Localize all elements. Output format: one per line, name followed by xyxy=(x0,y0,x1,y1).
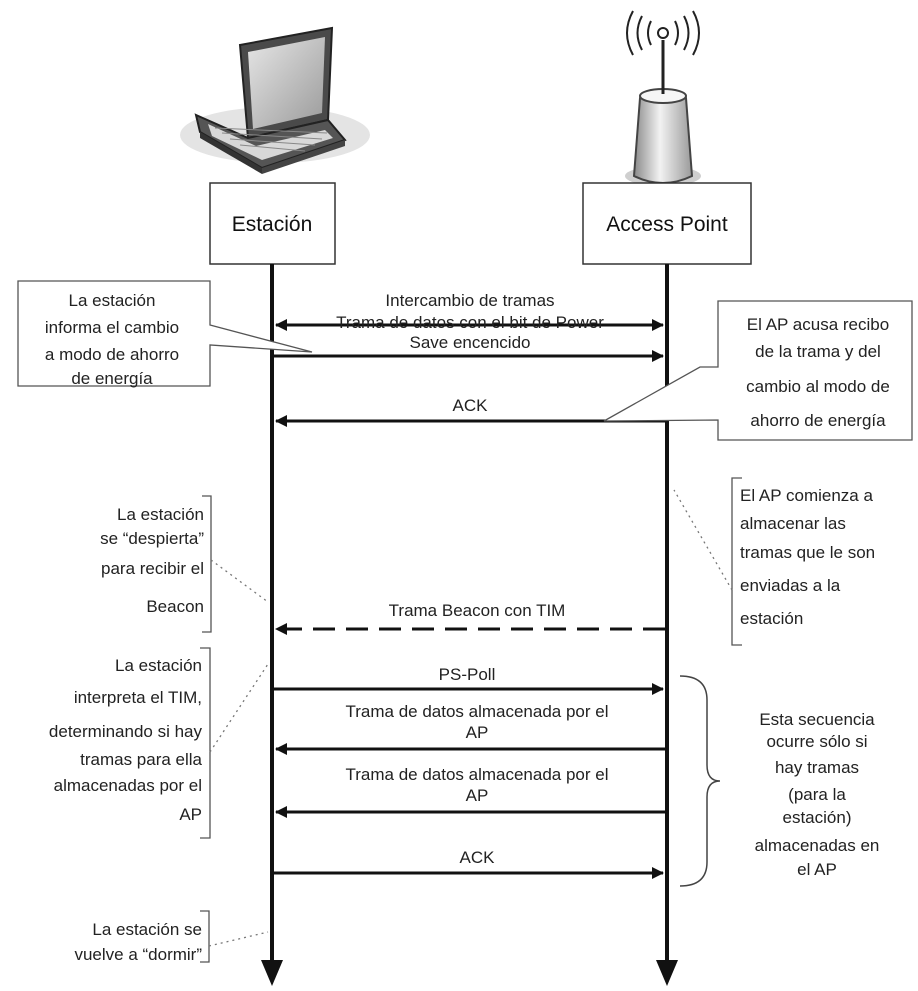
note-power-save: La estación informa el cambio a modo de … xyxy=(17,280,313,388)
message-label-data-1-line1: Trama de datos almacenada por el xyxy=(345,702,608,721)
laptop-icon xyxy=(180,26,370,174)
message-label-data-2-line1: Trama de datos almacenada por el xyxy=(345,765,608,784)
note-station-wakes: La estación se “despierta” para recibir … xyxy=(100,495,269,633)
note-station-wakes-line: Beacon xyxy=(146,597,204,616)
note-ap-ack-line: cambio al modo de xyxy=(746,377,890,396)
note-station-sleeps-line: La estación se xyxy=(92,920,202,939)
message-label-intercambio: Intercambio de tramas xyxy=(385,291,554,310)
message-label-beacon: Trama Beacon con TIM xyxy=(389,601,566,620)
message-label-ack-1: ACK xyxy=(453,396,489,415)
note-station-wakes-line: se “despierta” xyxy=(100,529,204,548)
note-sequence-conditional-line: hay tramas xyxy=(775,758,859,777)
note-station-interprets-line: interpreta el TIM, xyxy=(74,688,202,707)
note-power-save-line: informa el cambio xyxy=(45,318,179,337)
note-sequence-conditional-line: (para la xyxy=(788,785,846,804)
note-ap-stores-line: tramas que le son xyxy=(740,543,875,562)
message-label-data-1-line2: AP xyxy=(466,723,489,742)
note-station-interprets-line: La estación xyxy=(115,656,202,675)
note-sequence-conditional-line: ocurre sólo si xyxy=(766,732,867,751)
message-label-data-2-line2: AP xyxy=(466,786,489,805)
note-ap-ack-line: de la trama y del xyxy=(755,342,881,361)
access-point-icon xyxy=(625,10,701,186)
note-sequence-conditional-line: Esta secuencia xyxy=(759,710,875,729)
note-ap-ack: El AP acusa recibo de la trama y del cam… xyxy=(603,300,913,441)
note-sequence-conditional-line: estación) xyxy=(783,808,852,827)
message-label-ack-2: ACK xyxy=(460,848,496,867)
note-ap-ack-line: ahorro de energía xyxy=(750,411,886,430)
access-point-header-label: Access Point xyxy=(606,213,728,236)
note-sequence-conditional-line: almacenadas en xyxy=(755,836,880,855)
note-power-save-line: a modo de ahorro xyxy=(45,345,179,364)
note-station-sleeps: La estación se vuelve a “dormir” xyxy=(74,910,269,964)
note-ap-ack-line: El AP acusa recibo xyxy=(747,315,889,334)
note-station-sleeps-line: vuelve a “dormir” xyxy=(74,945,202,964)
note-station-wakes-line: para recibir el xyxy=(101,559,204,578)
note-ap-stores: El AP comienza a almacenar las tramas qu… xyxy=(673,477,875,646)
note-ap-stores-line: El AP comienza a xyxy=(740,486,873,505)
note-station-interprets-line: tramas para ella xyxy=(80,750,202,769)
message-label-ps-poll: PS-Poll xyxy=(439,665,496,684)
message-label-power-save-2: Save encencido xyxy=(410,333,531,352)
note-station-interprets: La estación interpreta el TIM, determina… xyxy=(49,647,269,839)
note-station-wakes-line: La estación xyxy=(117,505,204,524)
note-ap-stores-line: almacenar las xyxy=(740,514,846,533)
note-power-save-line: de energía xyxy=(71,369,153,388)
note-sequence-conditional-line: el AP xyxy=(797,860,837,879)
note-ap-stores-line: enviadas a la xyxy=(740,576,841,595)
note-power-save-line: La estación xyxy=(69,291,156,310)
station-header-label: Estación xyxy=(232,213,313,236)
station-lifeline-arrowhead xyxy=(261,960,283,986)
note-ap-stores-line: estación xyxy=(740,609,803,628)
note-station-interprets-line: determinando si hay xyxy=(49,722,203,741)
note-station-interprets-line: almacenadas por el xyxy=(54,776,202,795)
note-sequence-conditional: Esta secuencia ocurre sólo si hay tramas… xyxy=(679,675,880,887)
message-label-power-save-1: Trama de datos con el bit de Power xyxy=(336,313,604,332)
access-point-lifeline-arrowhead xyxy=(656,960,678,986)
note-station-interprets-line: AP xyxy=(179,805,202,824)
